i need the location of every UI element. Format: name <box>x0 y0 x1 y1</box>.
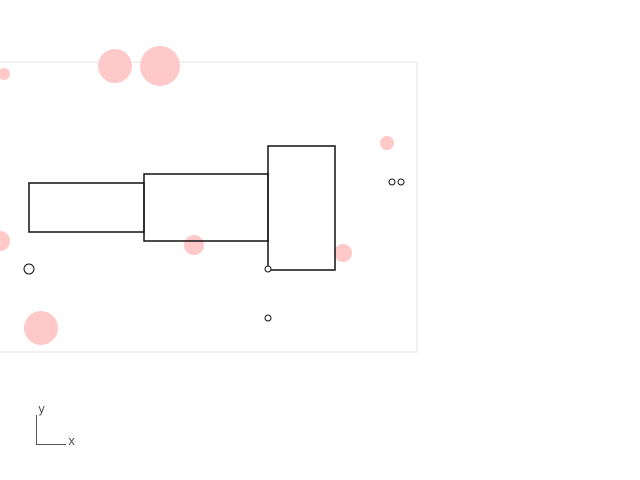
left-rectangle[interactable] <box>28 182 145 233</box>
drawing-geometry <box>28 145 336 271</box>
point-handle[interactable] <box>264 265 272 273</box>
point-handle[interactable] <box>23 263 35 275</box>
point-handles <box>23 178 405 322</box>
highlight-marker <box>24 311 58 345</box>
axes-gizmo: y x <box>36 402 75 448</box>
highlight-marker <box>0 231 10 251</box>
highlight-marker <box>140 46 180 86</box>
highlight-markers <box>0 46 394 345</box>
y-axis-label: y <box>38 402 45 416</box>
highlight-marker <box>334 244 352 262</box>
middle-rectangle[interactable] <box>143 173 269 242</box>
point-handle[interactable] <box>388 178 396 186</box>
highlight-marker <box>98 49 132 83</box>
highlight-marker <box>380 136 394 150</box>
right-rectangle[interactable] <box>267 145 336 271</box>
point-handle[interactable] <box>264 314 272 322</box>
highlight-marker <box>0 68 10 80</box>
highlight-marker <box>184 235 204 255</box>
x-axis-label: x <box>68 434 75 448</box>
point-handle[interactable] <box>397 178 405 186</box>
viewport-frame <box>0 61 418 353</box>
